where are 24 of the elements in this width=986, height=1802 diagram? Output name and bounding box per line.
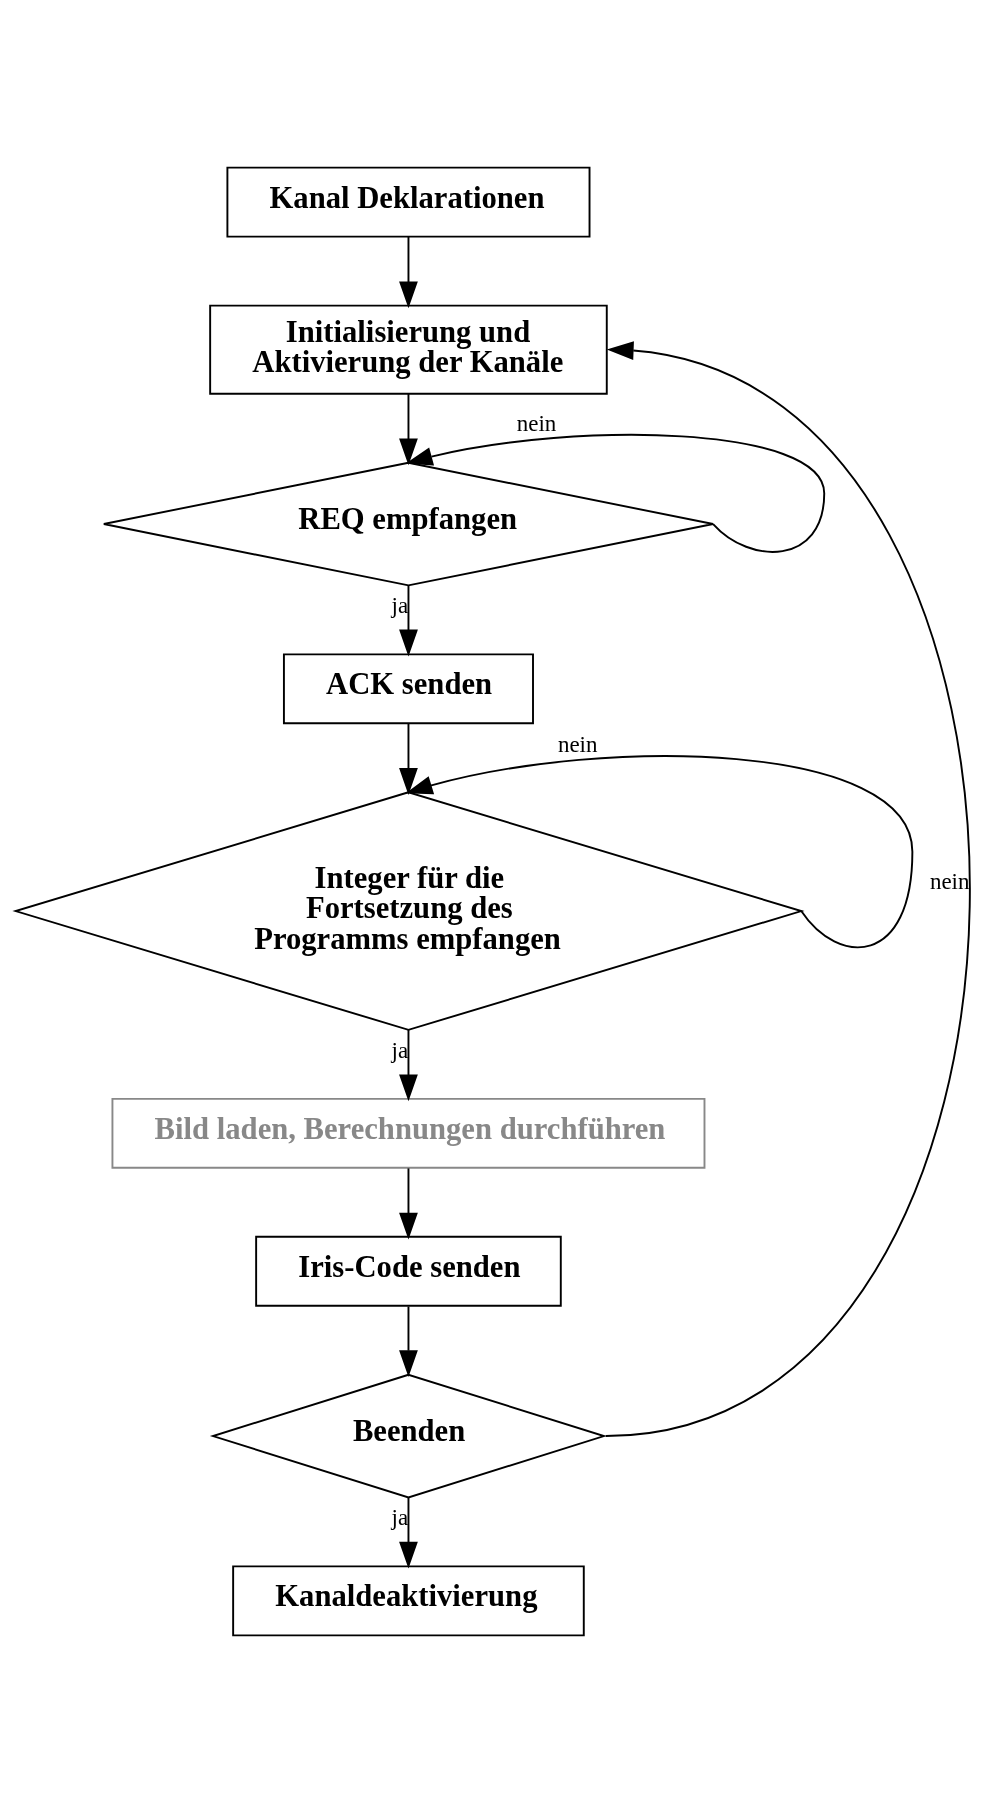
edge-label: nein xyxy=(516,410,557,436)
node-box: Initialisierung und Aktivierung der Kanäle xyxy=(209,304,608,395)
edge-label: nein xyxy=(929,868,970,894)
node-diamond: Beenden xyxy=(209,1373,608,1498)
node-diamond: Integer für die Fortsetzung des Programms empfangen xyxy=(12,790,805,1031)
arrow xyxy=(399,1166,418,1239)
node-box: Iris-Code senden xyxy=(255,1235,562,1307)
arrow xyxy=(399,1028,418,1101)
arrow xyxy=(399,722,418,795)
edge-label: ja xyxy=(391,1037,409,1063)
node-box: Kanal Deklarationen xyxy=(226,166,591,238)
edge-label: ja xyxy=(391,1504,409,1530)
arrow xyxy=(399,235,418,308)
arrow xyxy=(399,1305,418,1377)
edge-label: ja xyxy=(391,592,409,618)
arrow xyxy=(399,1496,418,1568)
arrow xyxy=(399,584,418,656)
node-box: Bild laden, Berechnungen durchführen xyxy=(111,1097,706,1169)
node-diamond: REQ empfangen xyxy=(102,461,715,586)
arrow xyxy=(399,392,418,465)
edge-label: nein xyxy=(557,731,598,757)
node-box: Kanaldeaktivierung xyxy=(232,1564,585,1636)
arrow xyxy=(405,754,914,948)
node-box: ACK senden xyxy=(282,652,534,724)
